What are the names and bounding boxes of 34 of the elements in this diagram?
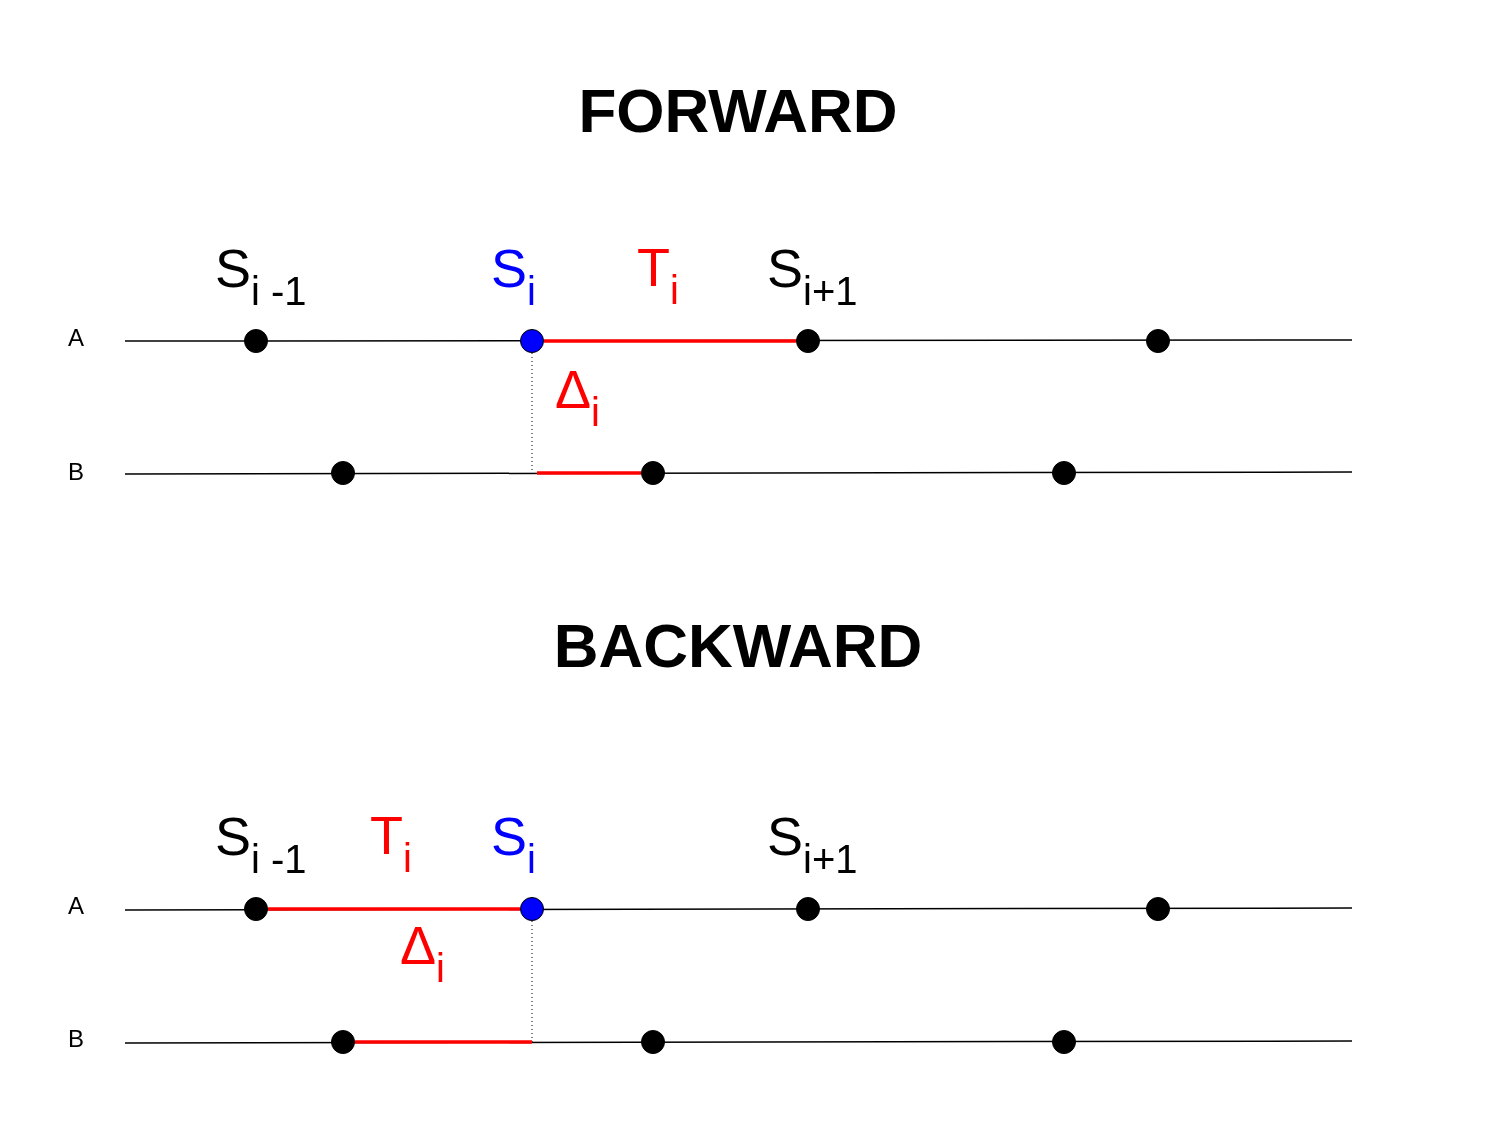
- sample-point: [1052, 1030, 1076, 1054]
- sample-point: [641, 1030, 665, 1054]
- point-label: S$_{i}$: [491, 241, 536, 311]
- interval-line: [268, 907, 520, 911]
- sample-point: [520, 897, 544, 921]
- interval-label: T$_{i}$: [370, 808, 412, 878]
- sample-point: [796, 897, 820, 921]
- section-heading: BACKWARD: [553, 615, 923, 677]
- point-label: S$_{i -1}$: [215, 241, 307, 311]
- sample-point: [244, 897, 268, 921]
- interval-label: T$_{i}$: [637, 240, 679, 310]
- sample-point: [331, 1030, 355, 1054]
- point-label: S$_{i -1}$: [215, 809, 307, 879]
- point-label: S$_{i}$: [491, 809, 536, 879]
- interval-line: [544, 339, 796, 343]
- sample-point: [331, 461, 355, 485]
- interval-line: [355, 1040, 532, 1044]
- interval-label: Δ$_{i}$: [555, 362, 600, 432]
- row-label: A: [68, 326, 84, 350]
- sample-point: [244, 329, 268, 353]
- row-label: B: [68, 1027, 84, 1051]
- sample-point: [1052, 461, 1076, 485]
- sample-point: [1146, 897, 1170, 921]
- sample-point: [520, 329, 544, 353]
- interval-line: [537, 471, 641, 475]
- sample-point: [796, 329, 820, 353]
- row-label: A: [68, 894, 84, 918]
- point-label: S$_{i+1}$: [767, 809, 858, 879]
- interval-label: Δ$_{i}$: [400, 918, 445, 988]
- point-label: S$_{i+1}$: [767, 241, 858, 311]
- sample-point: [641, 461, 665, 485]
- sample-point: [1146, 329, 1170, 353]
- section-heading: FORWARD: [578, 80, 898, 142]
- row-label: B: [68, 460, 84, 484]
